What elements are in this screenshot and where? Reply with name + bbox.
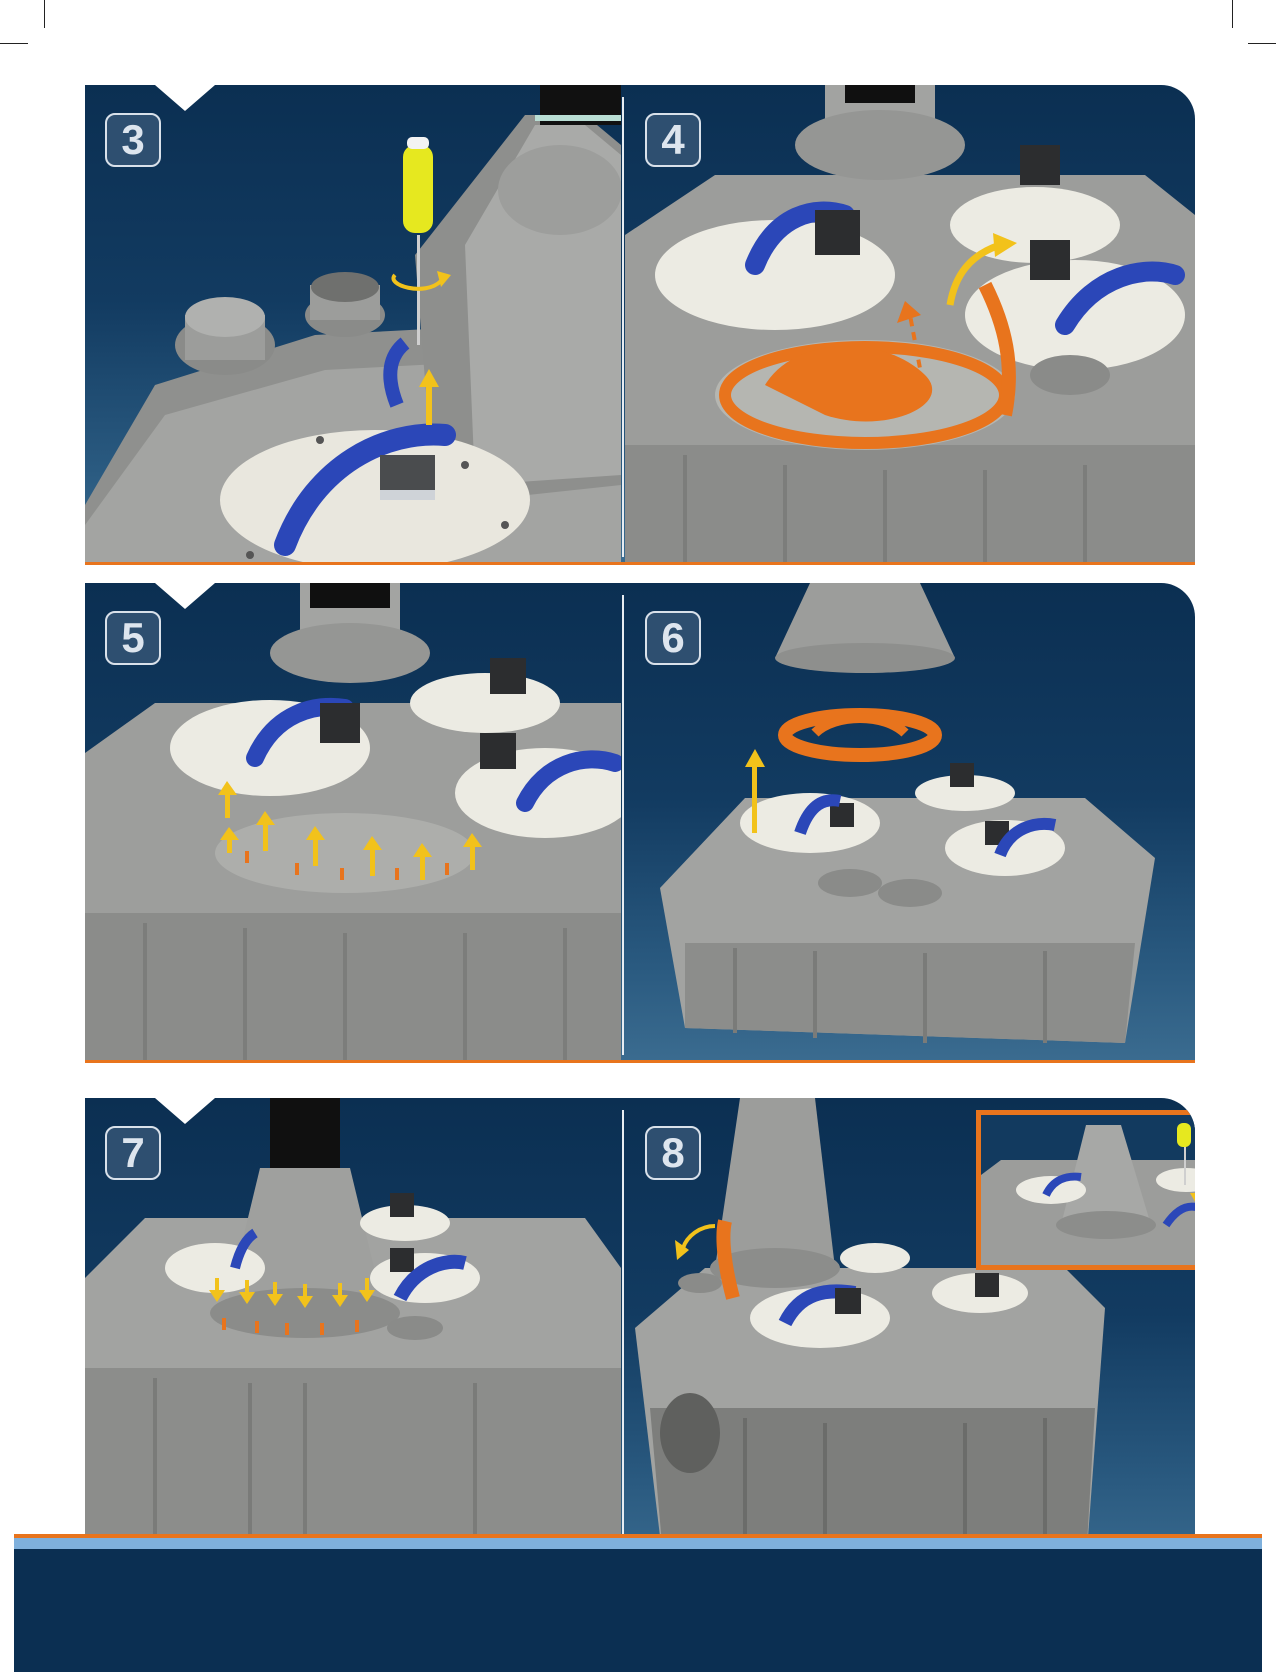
panel-divider (622, 595, 624, 1055)
panel-divider (622, 97, 624, 557)
step-number-badge: 5 (105, 611, 161, 665)
panel-step-5: 5 (85, 583, 621, 1063)
step-number-badge: 8 (645, 1126, 701, 1180)
step-8-detail-illustration (981, 1115, 1195, 1265)
panel-step-6: 6 (625, 583, 1195, 1063)
step-number-badge: 4 (645, 113, 701, 167)
step-7-illustration (85, 1098, 621, 1578)
step-3-illustration (85, 85, 621, 565)
step-number-badge: 3 (105, 113, 161, 167)
crop-mark (0, 43, 28, 44)
detail-inset (976, 1110, 1195, 1270)
panel-step-7: 7 (85, 1098, 621, 1578)
instruction-row-2: 5 6 (85, 583, 1195, 1063)
crop-mark (1232, 0, 1233, 28)
step-6-illustration (625, 583, 1195, 1063)
panel-divider (622, 1110, 624, 1570)
page-footer-bar (14, 1534, 1262, 1672)
step-4-illustration (625, 85, 1195, 565)
step-number-badge: 7 (105, 1126, 161, 1180)
instruction-row-1: 3 (85, 85, 1195, 565)
step-number-badge: 6 (645, 611, 701, 665)
step-5-illustration (85, 583, 621, 1063)
panel-step-4: 4 (625, 85, 1195, 565)
instruction-row-3: 7 8 (85, 1098, 1195, 1578)
panel-step-8: 8 (625, 1098, 1195, 1578)
crop-mark (44, 0, 45, 28)
panel-step-3: 3 (85, 85, 621, 565)
crop-mark (1248, 43, 1276, 44)
